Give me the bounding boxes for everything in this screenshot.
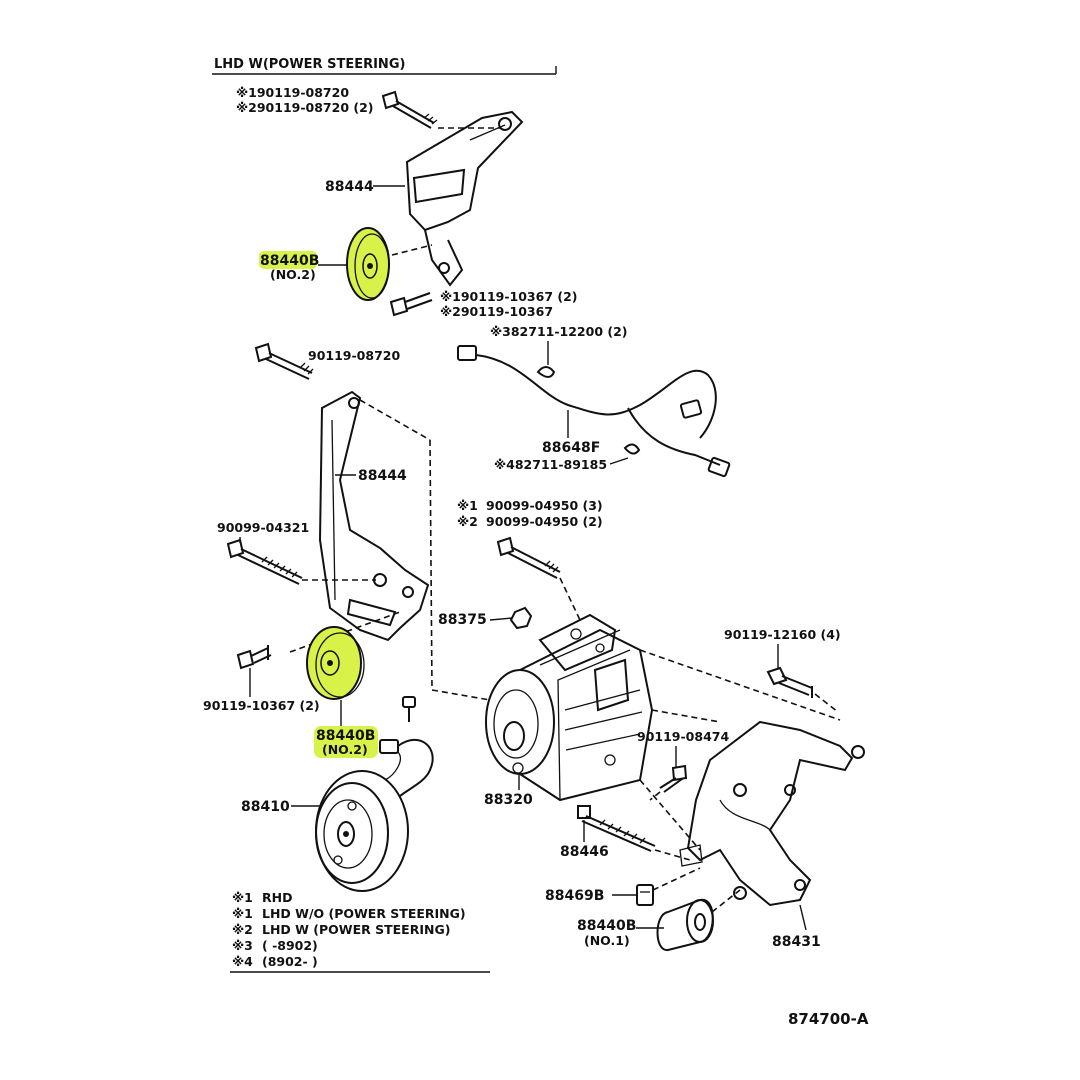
upper-pulley: [346, 227, 390, 301]
compressor: [485, 613, 654, 802]
small-bolt-label: 90119-08474: [637, 729, 729, 744]
comp-bolt-label-1: 90099-04950 (3): [486, 498, 603, 513]
clip-bottom-leader: [609, 457, 629, 465]
lower-bracket-dashline-a: [359, 399, 431, 441]
upper-pulley-label-no: (NO.2): [270, 267, 316, 282]
long-bolt-label: 90099-04321: [217, 520, 309, 535]
clip-top-label: ※382711-12200 (2): [490, 324, 628, 339]
stud-label: 88446: [560, 844, 609, 860]
compressor-dashline-c: [639, 779, 701, 851]
upper-pulley-bolt: [389, 292, 433, 317]
compressor-label: 88320: [484, 792, 533, 808]
legend: ※1 RHD ※1 LHD W/O (POWER STEERING) ※2 LH…: [230, 890, 490, 973]
harness: [457, 345, 731, 478]
legend-text-2: LHD W/O (POWER STEERING): [262, 906, 466, 921]
legend-mark-2: ※1: [232, 906, 253, 921]
lower-pulley-label: 88440B: [316, 728, 375, 744]
stud-dashline: [654, 849, 691, 861]
legend-text-3: LHD W (POWER STEERING): [262, 922, 450, 937]
upper-bracket-label: 88444: [325, 179, 374, 195]
compressor-bolt-dashline: [559, 577, 581, 621]
idler-label-no: (NO.1): [584, 933, 630, 948]
stud: [577, 805, 656, 852]
right-bolt: [766, 666, 813, 698]
compressor-bolt: [496, 536, 561, 579]
clip-top: [536, 366, 556, 378]
upper-bolt-label-1: ※190119-10367 (2): [440, 289, 578, 304]
nut-leader: [489, 617, 513, 621]
diagram-code: 874700-A: [788, 1010, 869, 1028]
idler-pulley: [656, 898, 714, 951]
idler-label: 88440B: [577, 918, 636, 934]
small-bolt-dashline: [649, 791, 661, 801]
legend-mark-3: ※2: [232, 922, 253, 937]
clutch-label: 88410: [241, 799, 290, 815]
comp-bolt-mark-2: ※2: [457, 514, 478, 529]
middle-bolt-label: 90119-08720: [308, 348, 400, 363]
lower-bracket: [318, 390, 430, 642]
comp-bolt-label-2: 90099-04950 (2): [486, 514, 603, 529]
legend-text-1: RHD: [262, 890, 292, 905]
upper-pulley-label: 88440B: [260, 253, 319, 269]
mount-bracket: [679, 720, 865, 907]
diagram-header: LHD W(POWER STEERING): [214, 57, 405, 72]
legend-mark-4: ※3: [232, 938, 253, 953]
mount-bracket-leader: [799, 904, 807, 931]
legend-mark-5: ※4: [232, 954, 253, 969]
mount-bracket-label: 88431: [772, 934, 821, 950]
lower-left-bolt: [236, 645, 272, 670]
long-bolt: [226, 538, 303, 585]
nut: [509, 606, 533, 630]
lower-left-bolt-label: 90119-10367 (2): [203, 698, 320, 713]
right-bolt-dashline: [814, 693, 839, 713]
lower-bracket-dashline-c: [431, 689, 491, 701]
spacer: [636, 884, 654, 906]
top-bolt: [381, 90, 438, 129]
compressor-dashline-a: [639, 649, 841, 721]
legend-text-4: ( -8902): [262, 938, 318, 953]
lower-pulley: [306, 626, 365, 700]
upper-pulley-dashline: [391, 244, 433, 256]
lower-bracket-label: 88444: [358, 468, 407, 484]
idler-dashline: [711, 889, 741, 913]
upper-pulley-label-highlight: [259, 251, 317, 269]
upper-bracket: [405, 110, 524, 287]
middle-bolt: [254, 342, 314, 380]
comp-bolt-mark-1: ※1: [457, 498, 478, 513]
spacer-label: 88469B: [545, 888, 604, 904]
lower-bracket-dashline-b: [429, 439, 433, 691]
nut-label: 88375: [438, 612, 487, 628]
legend-text-5: (8902- ): [262, 954, 318, 969]
clip-bottom-label: ※482711-89185: [494, 457, 607, 472]
spacer-dashline: [652, 867, 701, 891]
legend-mark-1: ※1: [232, 890, 253, 905]
upper-bolt-label-2: ※290119-10367: [440, 304, 553, 319]
lower-pulley-label-no: (NO.2): [322, 742, 368, 757]
top-bolt-label-1: ※190119-08720: [236, 85, 349, 100]
clutch-connector: [379, 696, 434, 797]
harness-label: 88648F: [542, 440, 600, 456]
top-bolt-label-2: ※290119-08720 (2): [236, 100, 374, 115]
right-bolt-label: 90119-12160 (4): [724, 627, 841, 642]
small-bolt: [659, 764, 688, 793]
lower-pulley-label-highlight: [314, 726, 378, 758]
compressor-dashline-b: [651, 709, 721, 723]
magnetic-clutch: [315, 770, 409, 892]
